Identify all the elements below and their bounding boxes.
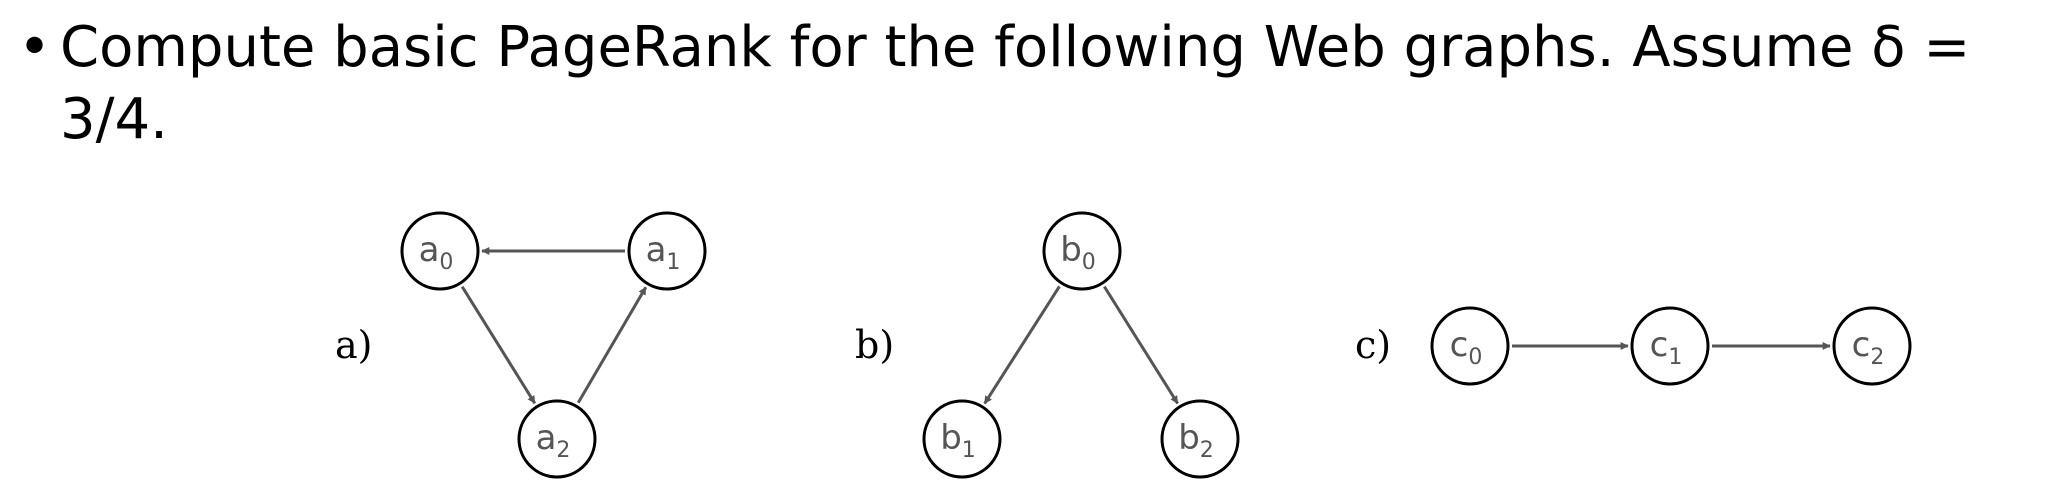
graph-label-a: a) bbox=[335, 323, 372, 367]
graph-b: b) b0 b1 b2 bbox=[855, 211, 1240, 479]
node-c1: c1 bbox=[1630, 306, 1710, 386]
edge-b0-b2 bbox=[1103, 285, 1179, 405]
svg-text:b2: b2 bbox=[1178, 418, 1214, 463]
graph-c: c) c0 c1 c2 bbox=[1355, 306, 1912, 386]
edge-a2-a1 bbox=[576, 286, 648, 404]
node-c0: c0 bbox=[1430, 306, 1510, 386]
problem-text-line-2: 3/4. bbox=[60, 87, 168, 152]
node-c2: c2 bbox=[1832, 306, 1912, 386]
svg-text:a0: a0 bbox=[419, 230, 454, 275]
graph-a: a) a0 a1 a2 bbox=[335, 211, 707, 479]
svg-text:a2: a2 bbox=[536, 418, 571, 463]
svg-text:a1: a1 bbox=[646, 230, 681, 275]
graph-label-c: c) bbox=[1355, 323, 1391, 367]
problem-statement: •Compute basic PageRank for the followin… bbox=[18, 12, 2048, 156]
graph-label-b: b) bbox=[855, 323, 894, 367]
edge-a0-a2 bbox=[460, 285, 537, 405]
svg-text:c2: c2 bbox=[1852, 325, 1885, 370]
node-b0: b0 bbox=[1042, 211, 1122, 291]
node-a0: a0 bbox=[400, 211, 480, 291]
svg-text:c1: c1 bbox=[1650, 325, 1683, 370]
node-a1: a1 bbox=[627, 211, 707, 291]
node-b1: b1 bbox=[922, 399, 1002, 479]
problem-text-line-1: Compute basic PageRank for the following… bbox=[60, 15, 1971, 80]
problem-line-1: •Compute basic PageRank for the followin… bbox=[18, 12, 2048, 84]
node-a2: a2 bbox=[517, 399, 597, 479]
svg-text:b0: b0 bbox=[1060, 230, 1096, 275]
edge-b0-b1 bbox=[983, 285, 1061, 405]
bullet-symbol: • bbox=[18, 15, 52, 80]
node-b2: b2 bbox=[1160, 399, 1240, 479]
svg-text:c0: c0 bbox=[1450, 325, 1483, 370]
svg-text:b1: b1 bbox=[940, 418, 976, 463]
